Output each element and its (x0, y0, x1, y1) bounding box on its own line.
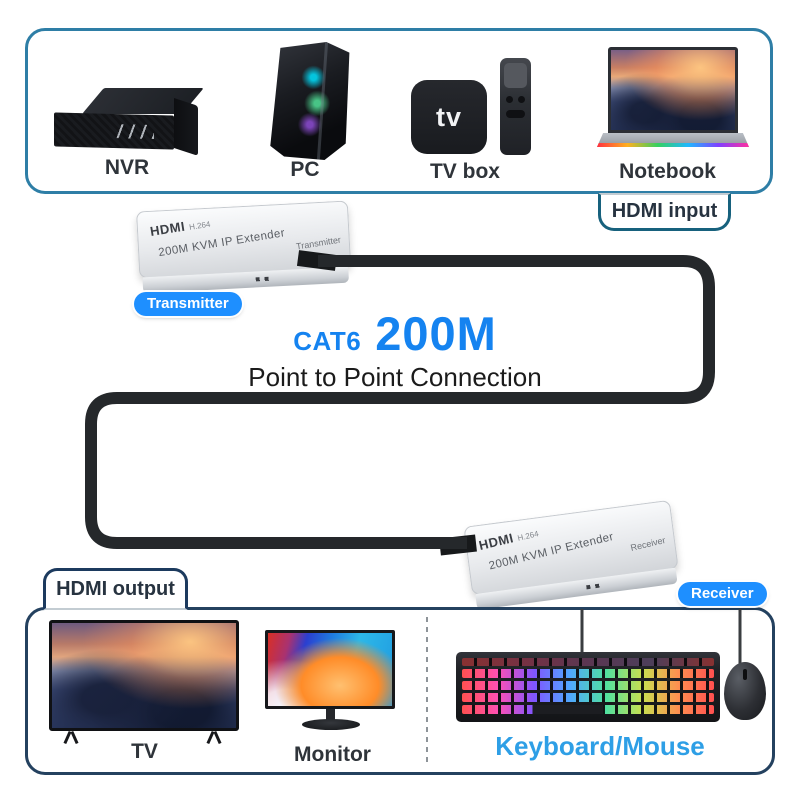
cable-type-text: CAT6 (293, 326, 362, 356)
keyboard-illustration (456, 652, 720, 722)
nvr-label: NVR (104, 156, 150, 179)
monitor-label: Monitor (294, 743, 371, 766)
distance-line: CAT6 200M (225, 306, 565, 361)
notebook-label: Notebook (619, 160, 716, 183)
keyboard-row (462, 705, 714, 714)
connection-headline: CAT6 200M Point to Point Connection (225, 306, 565, 393)
transmitter-badge: Transmitter (134, 292, 242, 316)
mouse-scroll-wheel (743, 669, 747, 680)
connection-subtitle: Point to Point Connection (248, 362, 542, 392)
keyboard-mouse-label: Keyboard/Mouse (495, 731, 705, 761)
tv-box-screen-text: tv (435, 101, 462, 132)
pc-label: PC (290, 158, 320, 181)
tv-box-illustration: tv (411, 80, 487, 154)
notebook-screen (608, 47, 738, 133)
pc-tower-illustration (270, 42, 350, 160)
mouse-illustration (724, 662, 766, 720)
receiver-badge: Receiver (678, 582, 767, 606)
tv-illustration (49, 620, 239, 731)
remote-button (506, 96, 513, 103)
distance-text: 200M (375, 307, 497, 360)
remote-button (518, 96, 525, 103)
notebook-rgb-strip (597, 143, 749, 147)
remote-trackpad (504, 63, 527, 88)
section-divider-dashed (426, 617, 428, 765)
tv-box-label: TV box (429, 160, 500, 183)
keyboard-row (462, 669, 714, 678)
keyboard-row (462, 693, 714, 702)
monitor-illustration (265, 630, 395, 709)
hdmi-input-tag: HDMI input (598, 193, 731, 231)
notebook-base (597, 133, 749, 147)
monitor-stand-base (302, 719, 360, 730)
hdmi-output-tag: HDMI output (43, 568, 188, 610)
monitor-stand-neck (326, 709, 335, 722)
tv-label: TV (131, 740, 158, 763)
cat6-cable (85, 255, 715, 549)
remote-control-illustration (500, 58, 531, 155)
keyboard-row (462, 658, 714, 666)
remote-button (506, 110, 525, 118)
keyboard-row (462, 681, 714, 690)
